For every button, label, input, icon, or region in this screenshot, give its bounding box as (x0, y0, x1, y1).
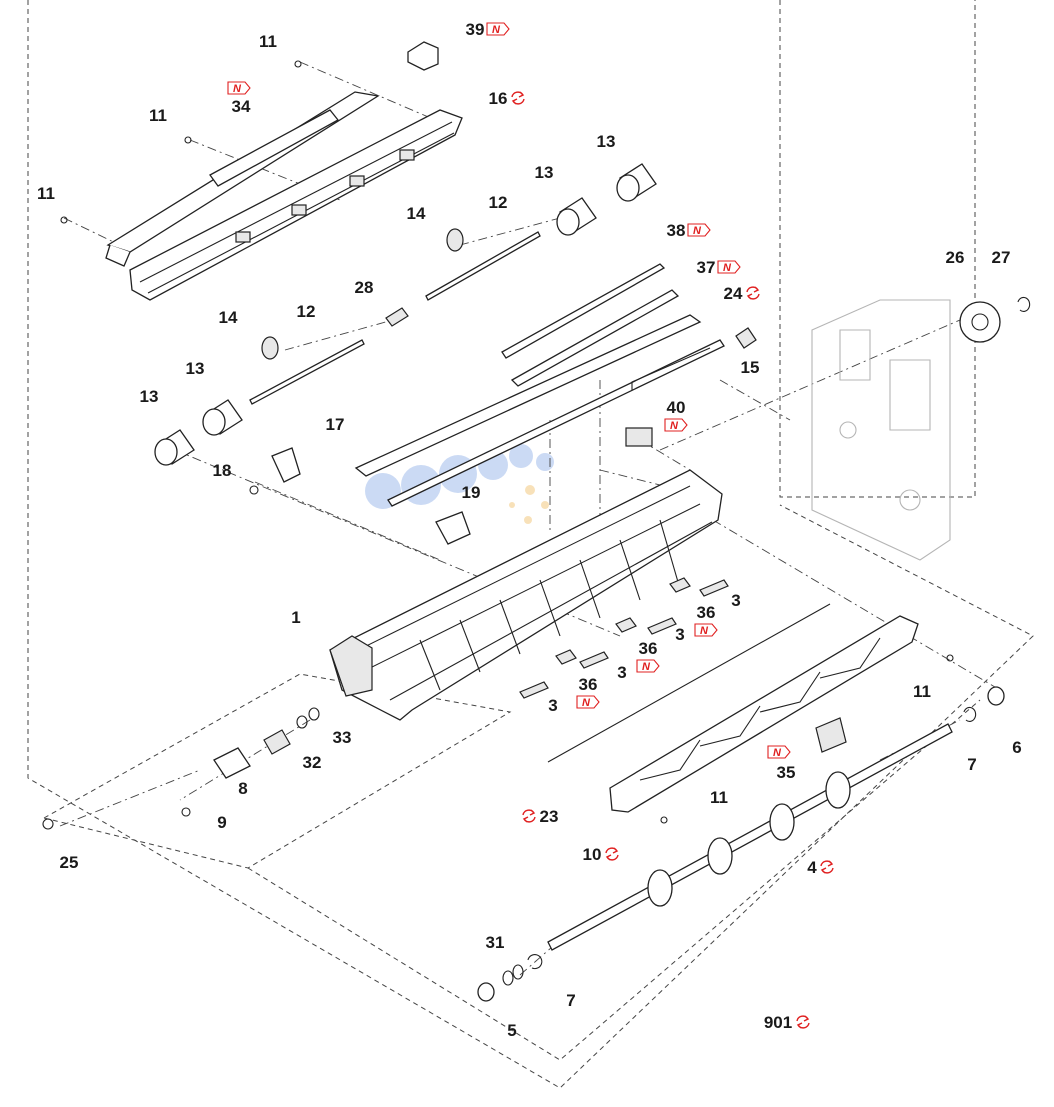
part-number-label: 25 (60, 853, 79, 872)
part-number-label: 15 (741, 358, 760, 377)
part-number-label: 13 (535, 163, 554, 182)
part-number-label: 39 (466, 20, 485, 39)
part-number-label: 12 (489, 193, 508, 212)
part-number-label: 901 (764, 1013, 792, 1032)
part-number-label: 9 (217, 813, 226, 832)
part-number-label: 13 (186, 359, 205, 378)
changed-part-mark (522, 809, 536, 823)
part-number-label: 36 (639, 639, 658, 658)
part-number-label: 11 (710, 788, 728, 807)
part-number-label: 18 (213, 461, 232, 480)
changed-part-mark (820, 860, 834, 874)
part-number-label: 11 (913, 682, 931, 701)
part-number-label: 36 (697, 603, 716, 622)
part-number-label: 38 (667, 221, 686, 240)
part-number-label: 28 (355, 278, 374, 297)
part-number-label: 37 (697, 258, 716, 277)
svg-text:N: N (723, 262, 732, 274)
part-number-label: 40 (667, 398, 686, 417)
part-number-label: 17 (326, 415, 345, 434)
part-number-label: 31 (486, 933, 505, 952)
svg-text:N: N (773, 747, 782, 759)
lower-guide-assembly (547, 603, 919, 813)
part-number-label: 27 (992, 248, 1011, 267)
part-number-label: 32 (303, 753, 322, 772)
shafts-and-rollers (154, 163, 657, 466)
new-part-badge: N (687, 223, 711, 237)
clutch-and-side-frame (811, 296, 1031, 561)
part-number-label: 12 (297, 302, 316, 321)
part-number-label: 3 (548, 696, 557, 715)
svg-text:N: N (670, 420, 679, 432)
svg-text:N: N (642, 661, 651, 673)
alignment-lines (59, 61, 1001, 976)
top-bracket-assembly (105, 41, 463, 301)
part-number-label: 1 (291, 608, 300, 627)
roller-shaft (547, 723, 953, 951)
part-number-label: 26 (946, 248, 965, 267)
part-number-label: 11 (37, 184, 55, 203)
new-part-badge: N (694, 623, 718, 637)
part-number-label: 3 (675, 625, 684, 644)
new-part-badge: N (767, 745, 791, 759)
small-parts (249, 447, 471, 545)
part-number-label: 10 (583, 845, 602, 864)
main-frame (329, 469, 723, 721)
part-number-label: 35 (777, 763, 796, 782)
new-part-badge: N (664, 418, 688, 432)
assembly-borders (27, 0, 1034, 1089)
svg-text:N: N (492, 24, 501, 36)
part-number-label: 19 (462, 483, 481, 502)
part-number-label: 11 (149, 106, 167, 125)
part-number-label: 34 (232, 97, 251, 116)
changed-part-mark (511, 91, 525, 105)
new-part-badge: N (717, 260, 741, 274)
part-number-label: 16 (489, 89, 508, 108)
part-number-label: 3 (731, 591, 740, 610)
sheet-parts (519, 577, 729, 699)
part-number-label: 23 (540, 807, 559, 826)
new-part-badge: N (576, 695, 600, 709)
changed-part-mark (746, 286, 760, 300)
svg-text:N: N (582, 697, 591, 709)
part-number-label: 14 (407, 204, 426, 223)
guide-plates (354, 263, 757, 507)
changed-part-mark (796, 1015, 810, 1029)
part-number-label: 7 (566, 991, 575, 1010)
hardware (42, 60, 1005, 1002)
part-number-label: 6 (1012, 738, 1021, 757)
part-number-label: 24 (724, 284, 743, 303)
part-number-label: 14 (219, 308, 238, 327)
part-number-label: 7 (967, 755, 976, 774)
part-number-label: 33 (333, 728, 352, 747)
new-part-badge: N (636, 659, 660, 673)
part-number-label: 5 (507, 1021, 516, 1040)
part-number-label: 36 (579, 675, 598, 694)
changed-part-mark (605, 847, 619, 861)
part-number-label: 4 (807, 858, 817, 877)
new-part-badge: N (486, 22, 510, 36)
part-number-label: 13 (140, 387, 159, 406)
new-part-badge: N (227, 81, 251, 95)
part-number-label: 13 (597, 132, 616, 151)
part-number-label: 8 (238, 779, 247, 798)
svg-text:N: N (233, 83, 242, 95)
svg-text:N: N (693, 225, 702, 237)
part-number-label: 11 (259, 32, 277, 51)
part-number-label: 3 (617, 663, 626, 682)
svg-text:N: N (700, 625, 709, 637)
